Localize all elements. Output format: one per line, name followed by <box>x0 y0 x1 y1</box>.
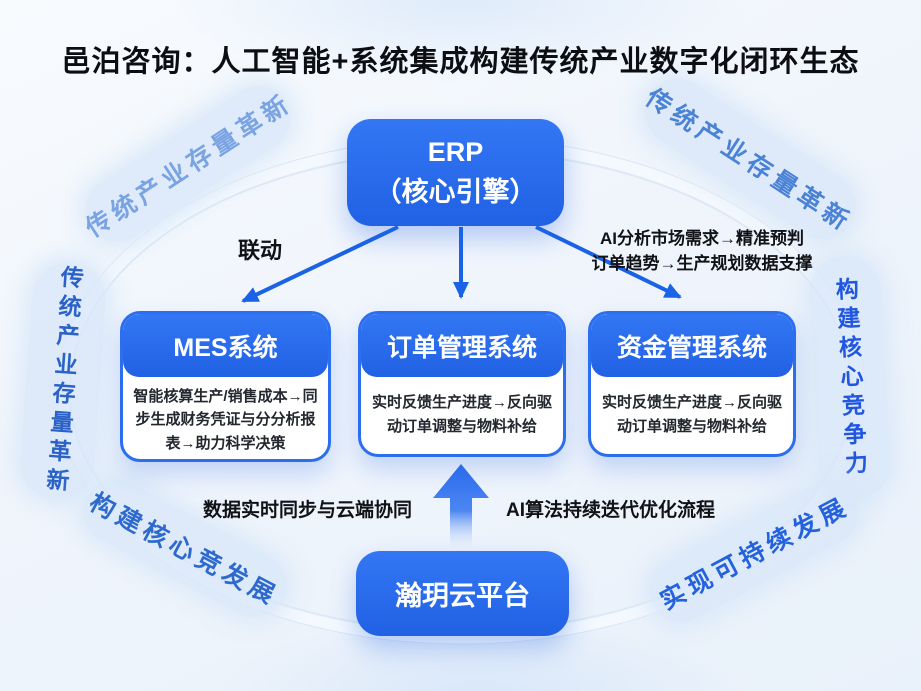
erp-node-subtitle: （核心引擎） <box>374 176 537 207</box>
label-erp-mes-link: 联动 <box>238 238 283 263</box>
erp-node-title: ERP <box>427 137 484 168</box>
fund-system-box: 资金管理系统 实时反馈生产进度→反向驱动订单调整与物料补给 <box>588 311 796 457</box>
arrow-erp-to-fund <box>535 225 682 299</box>
page-title: 邑泊咨询：人工智能+系统集成构建传统产业数字化闭环生态 <box>61 46 860 78</box>
label-cloud-sync: 数据实时同步与云端协同 <box>203 500 413 521</box>
label-erp-fund-ai-line1: AI分析市场需求→精准预判 <box>600 229 804 248</box>
arrow-cloud-up <box>433 464 489 549</box>
erp-node: ERP （核心引擎） <box>347 119 564 226</box>
mes-system-desc: 智能核算生产/销售成本→同步生成财务凭证与分分析报表→助力科学决策 <box>133 388 318 452</box>
label-cloud-ai-optimize: AI算法持续迭代优化流程 <box>506 500 716 521</box>
arrow-erp-to-mes <box>241 225 399 303</box>
order-system-desc: 实时反馈生产进度→反向驱动订单调整与物料补给 <box>371 394 552 435</box>
cloud-platform-title: 瀚玥云平台 <box>395 581 530 611</box>
order-system-box: 订单管理系统 实时反馈生产进度→反向驱动订单调整与物料补给 <box>358 311 566 457</box>
fund-system-title: 资金管理系统 <box>591 314 793 377</box>
mes-system-title: MES系统 <box>123 314 328 377</box>
label-erp-fund-ai-line2: 订单趋势→生产规划数据支撑 <box>591 253 813 273</box>
label-erp-fund-ai: AI分析市场需求→精准预判 订单趋势→生产规划数据支撑 <box>566 227 838 276</box>
cloud-platform-node: 瀚玥云平台 <box>356 551 569 636</box>
fund-system-desc: 实时反馈生产进度→反向驱动订单调整与物料补给 <box>601 394 782 435</box>
order-system-title: 订单管理系统 <box>361 314 563 377</box>
mes-system-box: MES系统 智能核算生产/销售成本→同步生成财务凭证与分分析报表→助力科学决策 <box>120 311 331 462</box>
